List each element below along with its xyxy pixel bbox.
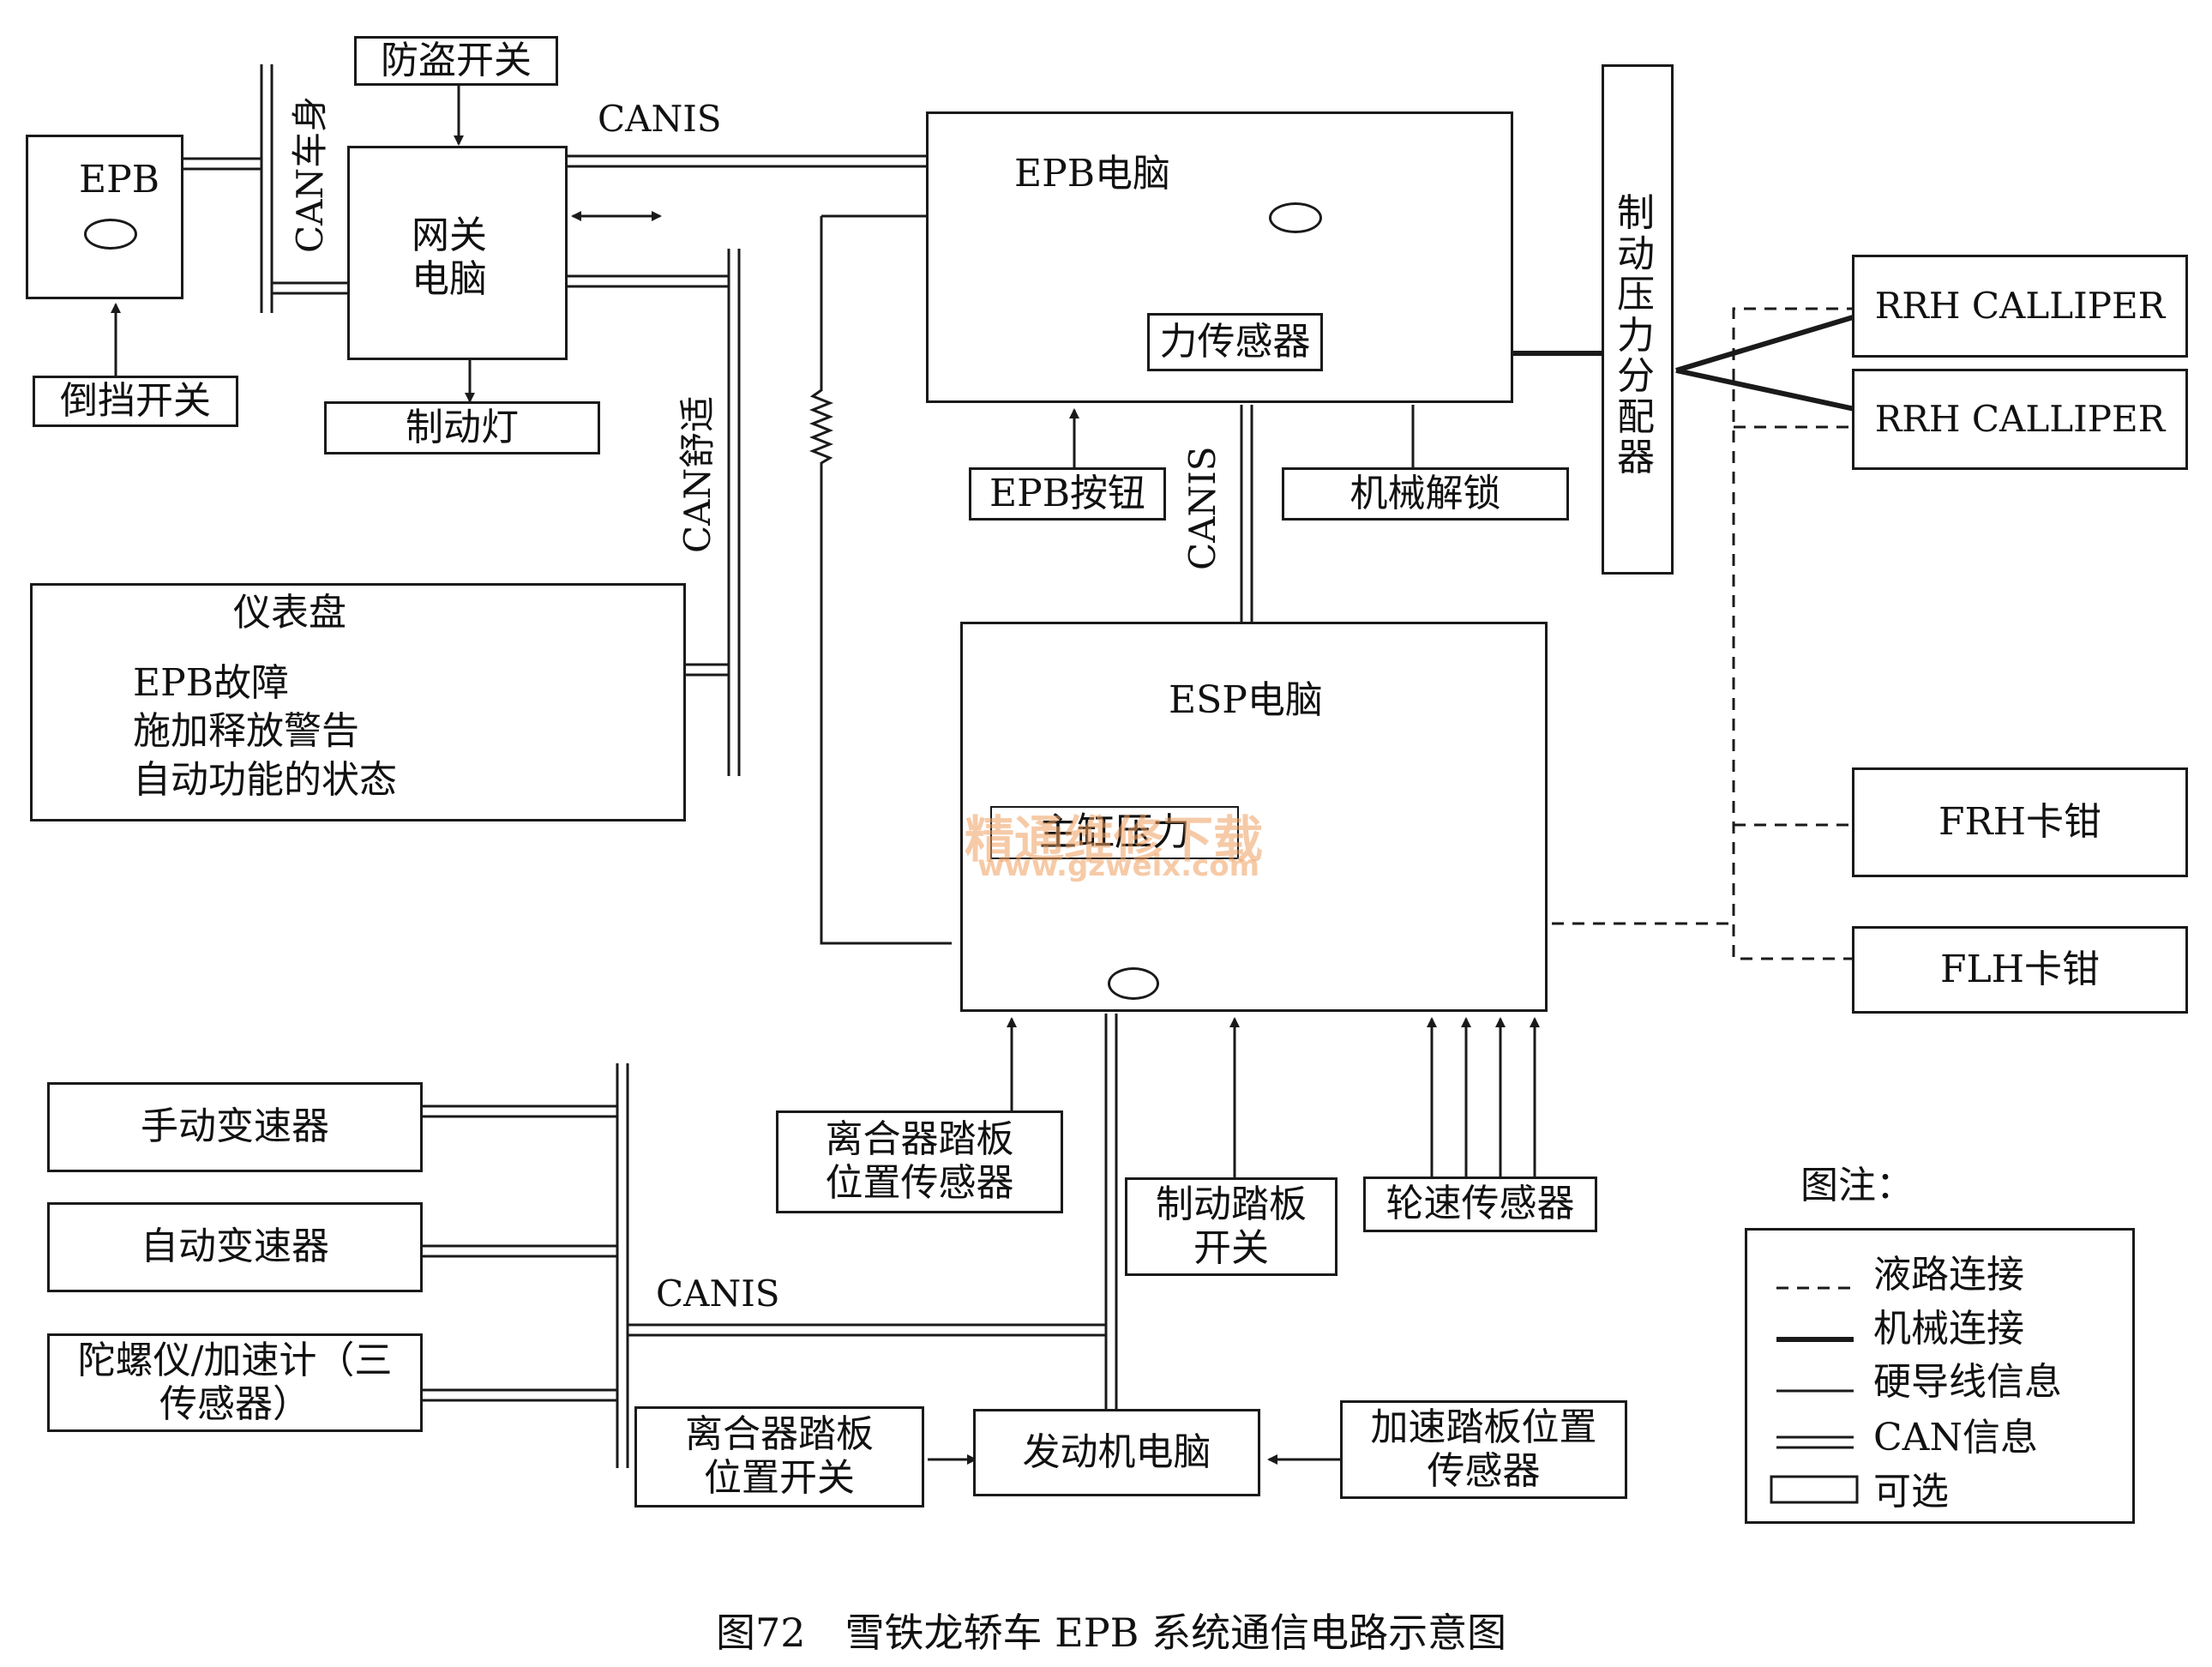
- clutch-sensor-line1: 离合器踏板: [825, 1117, 1014, 1162]
- mech-unlock-box: 机械解锁: [1282, 467, 1569, 521]
- dashboard-line-2: 施加释放警告: [133, 709, 359, 753]
- epb-ecu-label: EPB电脑: [1014, 152, 1171, 196]
- frh-caliper-box: FRH卡钳: [1852, 767, 2188, 877]
- watermark-url: www.gzweix.com: [977, 849, 1260, 883]
- wheel-speed-box: 轮速传感器: [1363, 1177, 1597, 1232]
- epb-button-box: EPB按钮: [969, 467, 1166, 521]
- accel-sensor-line1: 加速踏板位置: [1370, 1405, 1597, 1449]
- brake-pedal-switch-box: 制动踏板 开关: [1125, 1177, 1337, 1276]
- gyro-line2: 传感器）: [159, 1381, 310, 1426]
- clutch-switch-line2: 位置开关: [704, 1456, 855, 1500]
- dashboard-title: 仪表盘: [233, 591, 346, 635]
- clutch-sensor-line2: 位置传感器: [825, 1161, 1014, 1205]
- legend-can: CAN信息: [1873, 1416, 2038, 1459]
- rrh-caliper-box-2: RRH CALLIPER: [1852, 369, 2188, 470]
- rrh-caliper-box-1: RRH CALLIPER: [1852, 255, 2188, 358]
- dashboard-box: [30, 583, 686, 821]
- figure-caption: 图72 雪铁龙轿车 EPB 系统通信电路示意图: [716, 1610, 1507, 1656]
- clutch-sensor-box: 离合器踏板 位置传感器: [776, 1110, 1063, 1213]
- legend-mechanical: 机械连接: [1873, 1307, 2024, 1351]
- gateway-ecu-label: 网关 电脑: [347, 214, 551, 301]
- accel-sensor-box: 加速踏板位置 传感器: [1340, 1400, 1627, 1499]
- gyro-line1: 陀螺仪/加速计（三: [77, 1338, 393, 1382]
- canis-mid-label: CANIS: [1181, 446, 1223, 570]
- anti-theft-switch-box: 防盗开关: [354, 36, 558, 86]
- auto-trans-box: 自动变速器: [47, 1202, 423, 1292]
- esp-ecu-label: ESP电脑: [1169, 678, 1323, 722]
- epb-module-box: [26, 135, 183, 299]
- engine-ecu-box: 发动机电脑: [973, 1409, 1260, 1496]
- dashboard-line-3: 自动功能的状态: [133, 758, 397, 802]
- watermark-text: 精通维修下载: [965, 810, 1264, 869]
- epb-module-optional-oval: [84, 219, 137, 250]
- epb-module-label: EPB: [79, 158, 160, 202]
- reverse-switch-box: 倒挡开关: [33, 376, 238, 427]
- legend-title: 图注：: [1800, 1164, 1914, 1207]
- epb-ecu-optional-oval: [1269, 202, 1322, 233]
- clutch-switch-line1: 离合器踏板: [685, 1412, 874, 1457]
- manual-trans-box: 手动变速器: [47, 1082, 423, 1172]
- brake-pedal-line2: 开关: [1193, 1225, 1269, 1270]
- gateway-ecu-line2: 电脑: [412, 256, 487, 301]
- esp-optional-oval: [1108, 967, 1159, 1000]
- brake-distributor-box: [1602, 64, 1674, 575]
- legend-optional: 可选: [1873, 1470, 1949, 1514]
- legend-hydraulic: 液路连接: [1873, 1253, 2024, 1297]
- esp-ecu-box: [960, 622, 1548, 1012]
- gyro-box: 陀螺仪/加速计（三 传感器）: [47, 1333, 423, 1432]
- force-sensor-box: 力传感器: [1147, 313, 1323, 371]
- can-body-label: CAN车身: [289, 95, 331, 253]
- flh-caliper-box: FLH卡钳: [1852, 926, 2188, 1014]
- brake-distributor-label: 制动压力分配器: [1617, 191, 1655, 480]
- brake-light-box: 制动灯: [324, 401, 600, 454]
- dashboard-line-1: EPB故障: [133, 661, 290, 705]
- accel-sensor-line2: 传感器: [1427, 1448, 1541, 1493]
- legend-hardwire: 硬导线信息: [1873, 1360, 2062, 1404]
- brake-pedal-line1: 制动踏板: [1156, 1182, 1307, 1226]
- canis-bottom-label: CANIS: [656, 1273, 780, 1315]
- gateway-ecu-box: [347, 146, 568, 360]
- canis-top-label: CANIS: [598, 98, 722, 140]
- master-cyl-pressure-box: 主缸压力: [990, 806, 1239, 859]
- gateway-ecu-line1: 网关: [412, 214, 487, 257]
- clutch-switch-box: 离合器踏板 位置开关: [634, 1406, 924, 1508]
- legend-box: [1745, 1228, 2135, 1524]
- can-comfort-label: CAN舒适: [676, 395, 718, 553]
